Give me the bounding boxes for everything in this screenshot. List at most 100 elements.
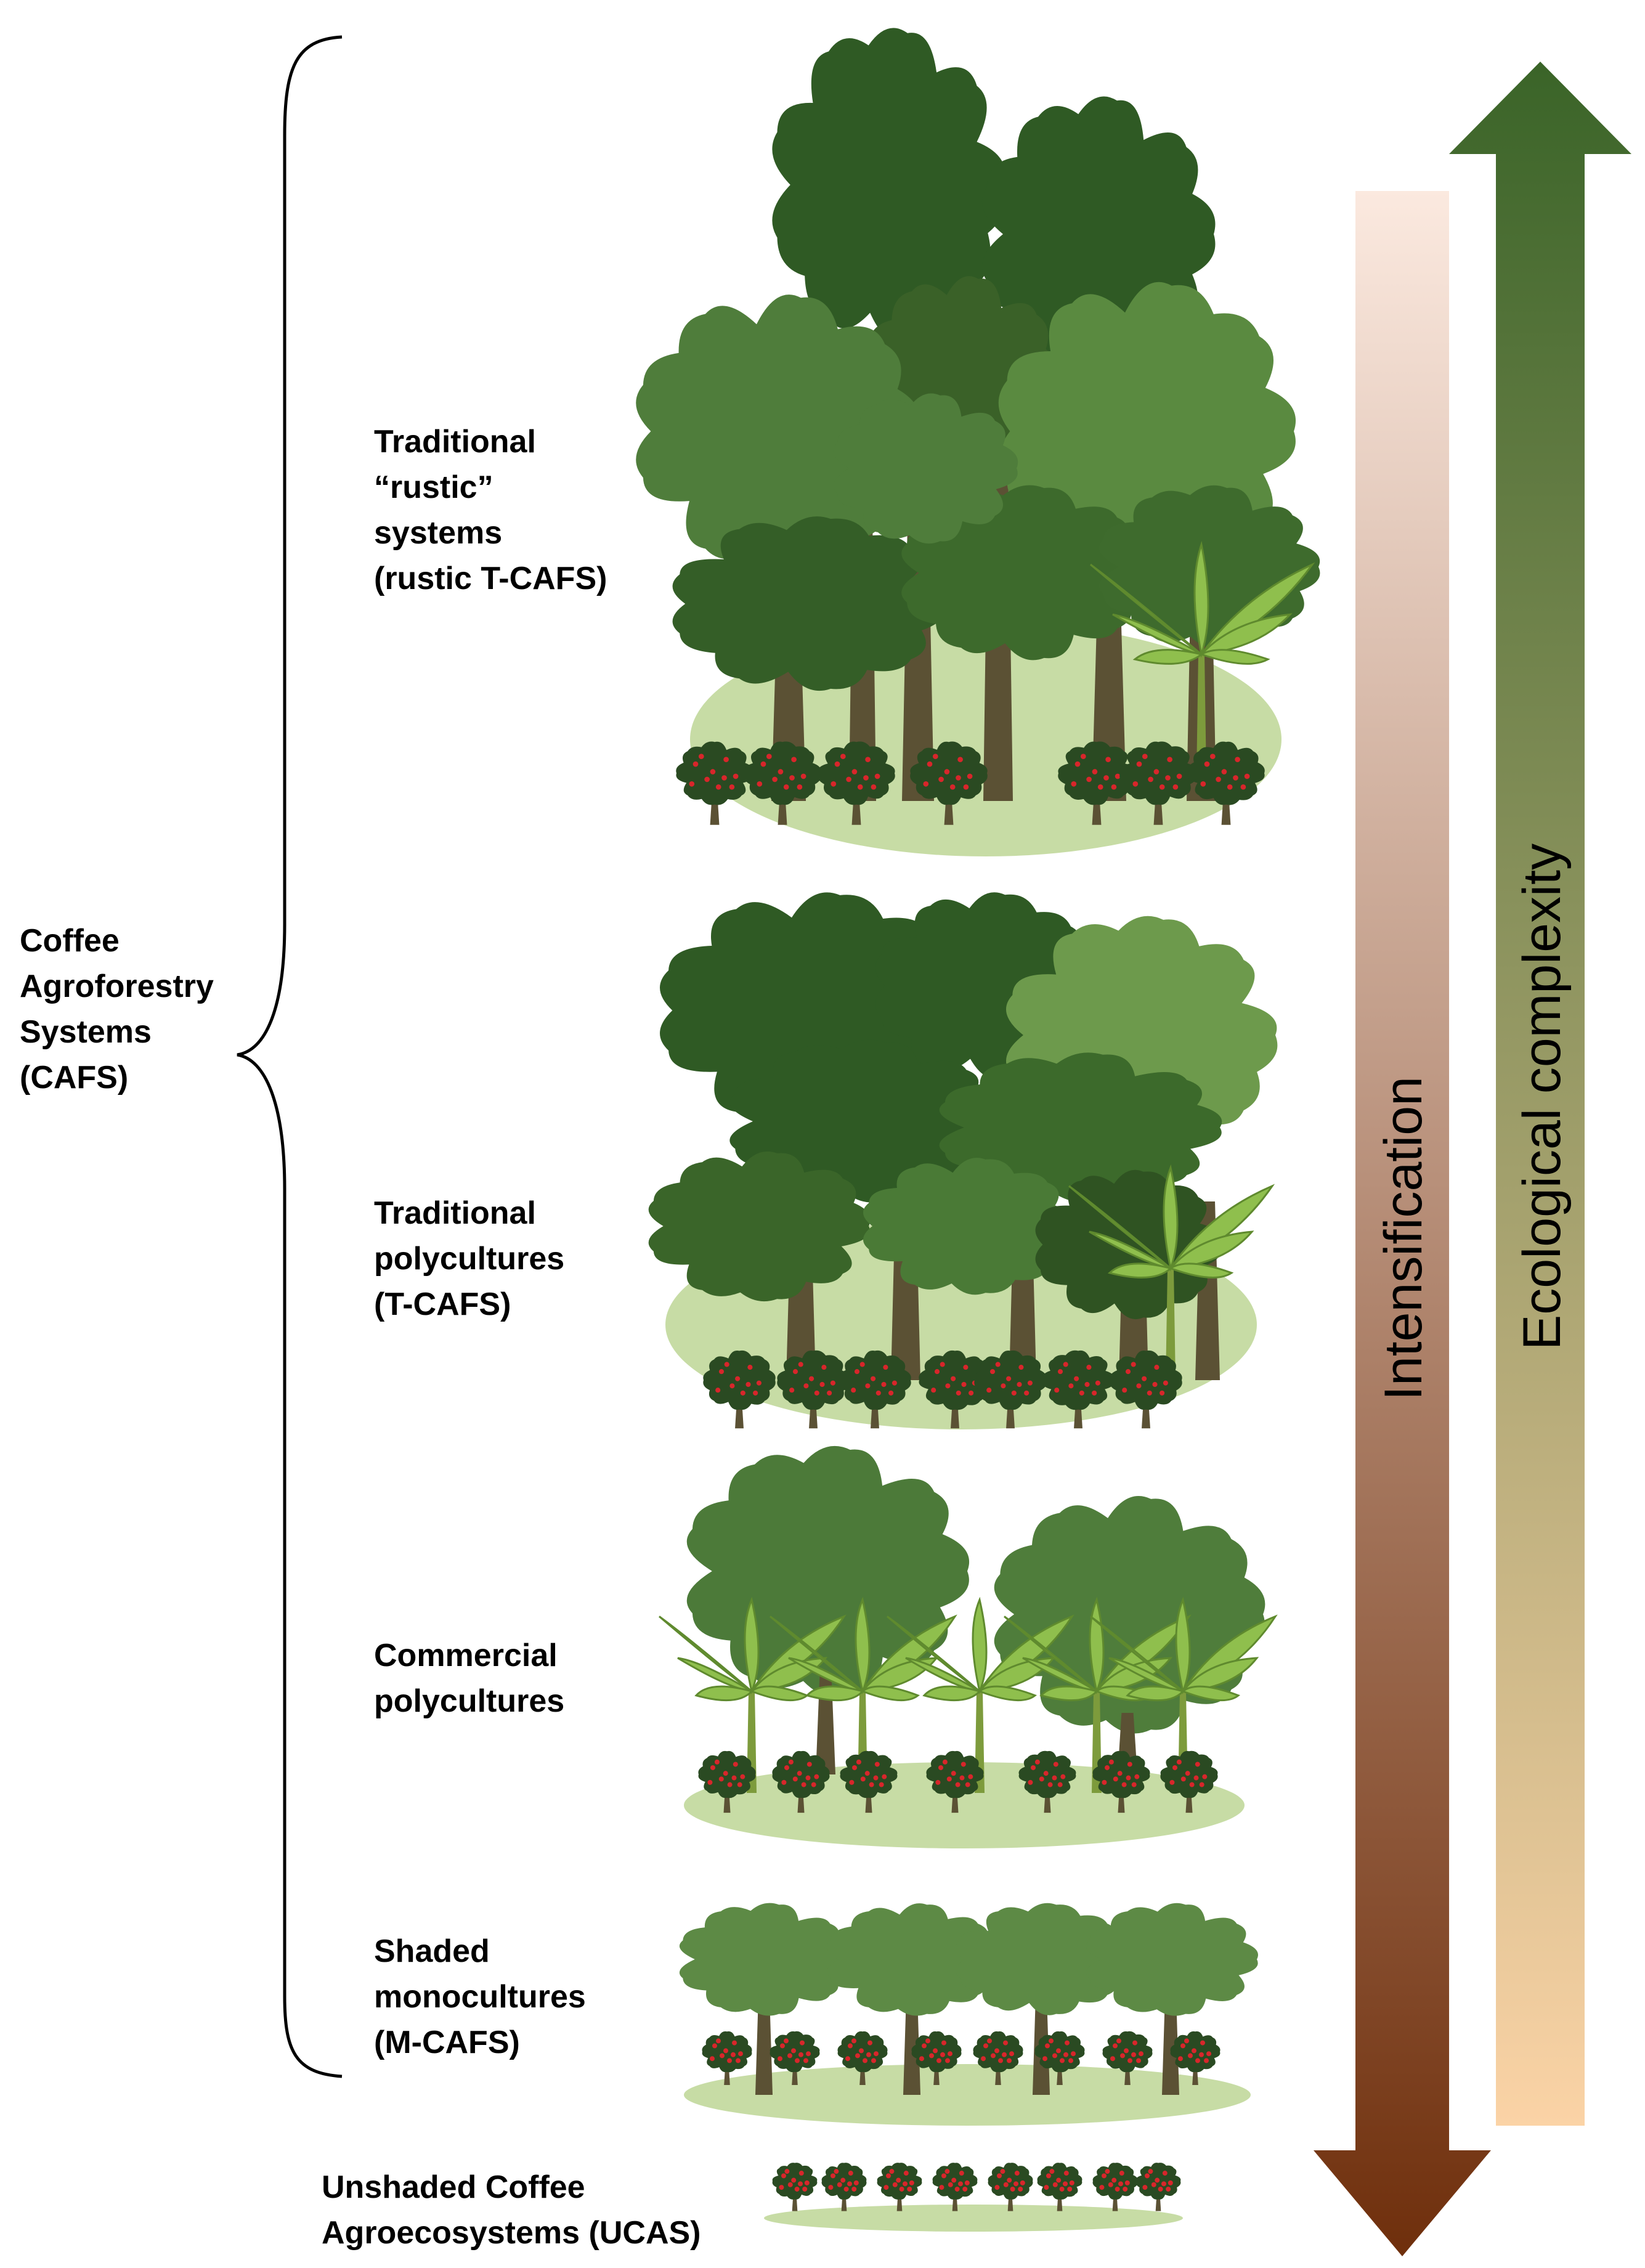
coffee-cherry [1209,754,1216,760]
coffee-cherry [723,757,729,763]
coffee-cherry [1043,1771,1049,1776]
coffee-cherry [724,1362,729,1367]
tcafs-line: polycultures [374,1241,565,1277]
coffee-cherry [1148,2169,1153,2174]
coffee-cherry [803,2058,808,2063]
coffee-cherry [1020,2180,1025,2185]
coffee-cherry [710,2056,715,2062]
coffee-cherry [1108,1759,1114,1765]
coffee-cherry [733,773,739,779]
coffee-cherry [698,754,704,760]
coffee-cherry [1147,1390,1152,1396]
coffee-cherry [994,2185,1000,2190]
coffee-cherry [1052,2053,1057,2059]
coffee-cherry [1168,2180,1173,2185]
coffee-cherry [882,1774,887,1779]
coffee-cherry [1163,1380,1168,1386]
coffee-cherry [963,1365,969,1370]
cafs-line: (CAFS) [20,1060,129,1095]
banana-leaf [978,1685,1037,1702]
coffee-cherry [859,1362,865,1367]
coffee-cherry [1142,1376,1147,1381]
coffee-cherry [949,784,956,790]
ground-strip [684,2064,1251,2126]
tree-canopy [833,393,1018,544]
coffee-cherry [1113,1776,1118,1782]
coffee-cherry [899,2186,904,2192]
coffee-cherry [1145,2173,1150,2179]
coffee-cherry [1103,775,1109,781]
coffee-cherry [1086,776,1092,782]
coffee-cherry [903,2171,909,2176]
banana-leaf [1004,1616,1097,1693]
coffee-cherry [718,1369,725,1375]
banana-leaf [1193,540,1209,658]
coffee-cherry [819,1381,825,1388]
coffee-cherry [753,1390,758,1396]
banana-leaf [805,1685,864,1702]
coffee-cherry [781,2173,786,2179]
coffee-cherry [933,2048,938,2054]
coffee-cherry [1054,1388,1060,1393]
coffee-cherry [1216,776,1221,782]
coffee-cherry [892,1380,897,1386]
coffee-cherry [1028,1779,1033,1785]
coffee-cherry [961,1762,966,1767]
coffee-cherry [792,1776,798,1782]
banana-stem [1196,654,1206,776]
tcafs-label: Traditional polycultures (T-CAFS) [374,1190,564,1327]
coffee-cherry [1178,2056,1183,2062]
coffee-cherry [731,1775,737,1781]
coffee-cherry [834,761,840,767]
coffee-cherry [1240,784,1246,790]
banana-leaf [1107,1262,1173,1278]
coffee-cherry [803,1383,809,1389]
banana-leaf [1175,1596,1191,1694]
coffee-cherry [1122,1388,1127,1393]
coffee-cherry [851,769,858,774]
coffee-cherry [791,757,797,763]
coffee-cherry [1131,1362,1136,1367]
coffee-cherry [909,2180,914,2185]
coffee-cherry [830,1380,835,1386]
commercial-polyculture-illustration [659,1445,1278,1848]
coffee-cherry [1105,2169,1110,2174]
coffee-cherry [714,1759,720,1765]
coffee-cherry [849,1779,855,1785]
banana-leaf [1168,1262,1234,1278]
coffee-cherry [945,2058,950,2063]
coffee-cherry [941,2173,946,2179]
ucas-line: Unshaded Coffee [322,2169,585,2205]
coffee-cherry [809,1376,814,1381]
coffee-cherry [851,2038,856,2044]
coffee-cherry [715,784,721,790]
coffee-cherry [1049,2169,1055,2174]
coffee-cherry [1063,2171,1069,2176]
coffee-cherry [983,2043,988,2049]
coffee-cherry [1000,2169,1005,2174]
coffee-cherry [867,2040,872,2046]
coffee-cherry [956,775,961,781]
coffee-cherry [965,1782,970,1787]
coffee-cherry [800,2040,805,2046]
coffee-cherry [853,2180,859,2185]
coffee-cherry [1221,769,1227,774]
coffee-cherry [961,1381,967,1388]
banana-leaf [694,1685,753,1702]
coffee-cherry [791,2177,797,2183]
coffee-cherry [1204,761,1210,767]
coffee-cherry [907,2186,912,2192]
coffee-cherry [1120,2053,1125,2059]
coffee-cherry [787,2182,793,2187]
cafs-brace [237,35,343,2078]
coffee-cherry [848,2043,853,2049]
mcafs-label: Shaded monocultures (M-CAFS) [374,1929,586,2065]
banana-leaf [972,1596,988,1694]
coffee-cherry [1080,754,1086,760]
coffee-cherry [881,1381,887,1388]
coffee-cherry [929,2053,934,2059]
coffee-cherry [944,2169,950,2174]
banana-leaf [1168,1230,1254,1270]
ucas-label: Unshaded Coffee Agroecosystems (UCAS) [322,2164,701,2256]
